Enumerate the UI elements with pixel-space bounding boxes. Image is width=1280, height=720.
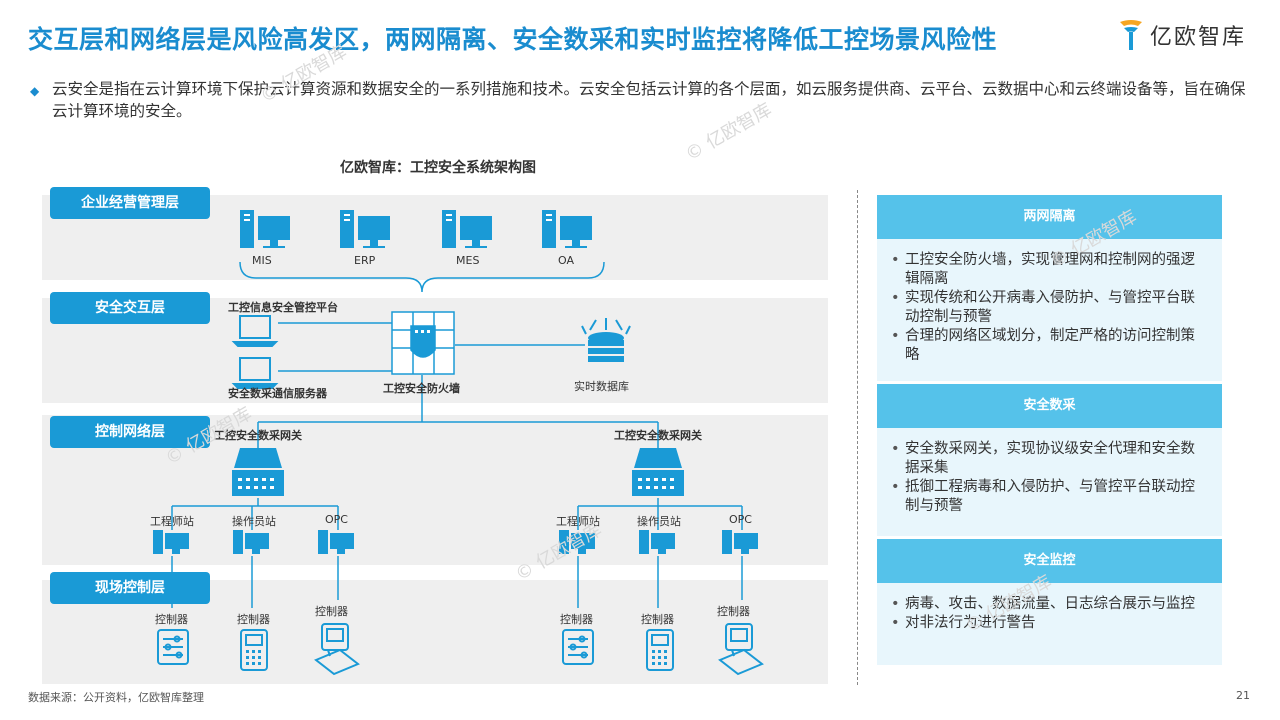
station-label-opc-right: OPC	[729, 513, 752, 526]
page-title: 交互层和网络层是风险高发区，两网隔离、安全数采和实时监控将降低工控场景风险性	[28, 25, 998, 54]
computer-icon-oa	[542, 210, 592, 248]
gateway-label-left: 工控安全数采网关	[214, 429, 302, 442]
station-label-opc-left: OPC	[325, 513, 348, 526]
intro-paragraph: ◆ 云安全是指在云计算环境下保护云计算资源和数据安全的一系列措施和技术。云安全包…	[30, 78, 1255, 122]
computer-icon-erp	[340, 210, 390, 248]
panel-heading-monitoring: 安全监控	[877, 539, 1222, 583]
logo-mark-icon	[1120, 20, 1142, 50]
controller-icon-keypad-right	[646, 629, 674, 671]
panel-body-monitoring: 病毒、攻击、数据流量、日志综合展示与监控 对非法行为进行警告	[877, 583, 1222, 665]
station-icon-operator-left	[233, 530, 269, 554]
panel-item: 安全数采网关，实现协议级安全代理和安全数据采集	[891, 440, 1206, 478]
controller-icon-sliders-left	[157, 629, 189, 665]
system-label-oa: OA	[558, 254, 574, 267]
controller-label-5: 控制器	[641, 613, 674, 626]
layer-label-field-control: 现场控制层	[50, 572, 210, 604]
database-label: 实时数据库	[574, 380, 629, 393]
system-label-erp: ERP	[354, 254, 376, 267]
platform-label: 工控信息安全管控平台	[228, 301, 338, 314]
station-label-operator-right: 操作员站	[637, 515, 681, 528]
firewall-label: 工控安全防火墙	[383, 382, 460, 395]
layer-label-control-network: 控制网络层	[50, 416, 210, 448]
controller-icon-terminal-right	[718, 623, 764, 676]
layer-label-enterprise: 企业经营管理层	[50, 187, 210, 219]
controller-label-4: 控制器	[560, 613, 593, 626]
controller-label-3: 控制器	[315, 605, 348, 618]
station-icon-opc-left	[318, 530, 354, 554]
panel-heading-collection: 安全数采	[877, 384, 1222, 428]
station-label-operator-left: 操作员站	[232, 515, 276, 528]
controller-label-6: 控制器	[717, 605, 750, 618]
panel-item: 病毒、攻击、数据流量、日志综合展示与监控	[891, 595, 1206, 614]
panel-item: 合理的网络区域划分，制定严格的访问控制策略	[891, 327, 1206, 365]
panel-item: 工控安全防火墙，实现管理网和控制网的强逻辑隔离	[891, 251, 1206, 289]
panel-body-isolation: 工控安全防火墙，实现管理网和控制网的强逻辑隔离 实现传统和公开病毒入侵防护、与管…	[877, 239, 1222, 381]
source-note: 数据来源：公开资料，亿欧智库整理	[28, 691, 204, 704]
station-label-engineer-left: 工程师站	[150, 515, 194, 528]
diagram-title: 亿欧智库：工控安全系统架构图	[340, 160, 536, 176]
controller-icon-sliders-right	[562, 629, 594, 665]
station-icon-operator-right	[639, 530, 675, 554]
station-icon-opc-right	[722, 530, 758, 554]
layer-label-interaction: 安全交互层	[50, 292, 210, 324]
dashed-divider	[857, 190, 858, 685]
panel-item: 实现传统和公开病毒入侵防护、与管控平台联动控制与预警	[891, 289, 1206, 327]
diamond-bullet-icon: ◆	[30, 84, 40, 98]
comm-server-label: 安全数采通信服务器	[228, 387, 327, 400]
gateway-icon-left	[232, 448, 284, 496]
panel-heading-isolation: 两网隔离	[877, 195, 1222, 239]
controller-label-1: 控制器	[155, 613, 188, 626]
intro-text: 云安全是指在云计算环境下保护云计算资源和数据安全的一系列措施和技术。云安全包括云…	[52, 80, 1246, 120]
controller-label-2: 控制器	[237, 613, 270, 626]
laptop-icon-platform	[231, 315, 279, 347]
system-label-mis: MIS	[252, 254, 272, 267]
controller-icon-terminal-left	[314, 623, 360, 676]
firewall-icon	[391, 311, 455, 375]
computer-icon-mis	[240, 210, 290, 248]
gateway-label-right: 工控安全数采网关	[614, 429, 702, 442]
gateway-icon-right	[632, 448, 684, 496]
page-number: 21	[1236, 689, 1250, 702]
panel-item: 抵御工程病毒和入侵防护、与管控平台联动控制与预警	[891, 478, 1206, 516]
database-icon	[581, 318, 631, 362]
connection-lines	[171, 261, 743, 608]
station-label-engineer-right: 工程师站	[556, 515, 600, 528]
laptop-icon-comm-server	[231, 357, 279, 389]
logo: 亿欧智库	[1118, 18, 1246, 52]
panel-item: 对非法行为进行警告	[891, 614, 1206, 633]
station-icon-engineer-left	[153, 530, 189, 554]
station-icon-engineer-right	[559, 530, 595, 554]
logo-text: 亿欧智库	[1150, 25, 1247, 50]
controller-icon-keypad-left	[240, 629, 268, 671]
computer-icon-mes	[442, 210, 492, 248]
panel-body-collection: 安全数采网关，实现协议级安全代理和安全数据采集 抵御工程病毒和入侵防护、与管控平…	[877, 428, 1222, 536]
system-label-mes: MES	[456, 254, 480, 267]
